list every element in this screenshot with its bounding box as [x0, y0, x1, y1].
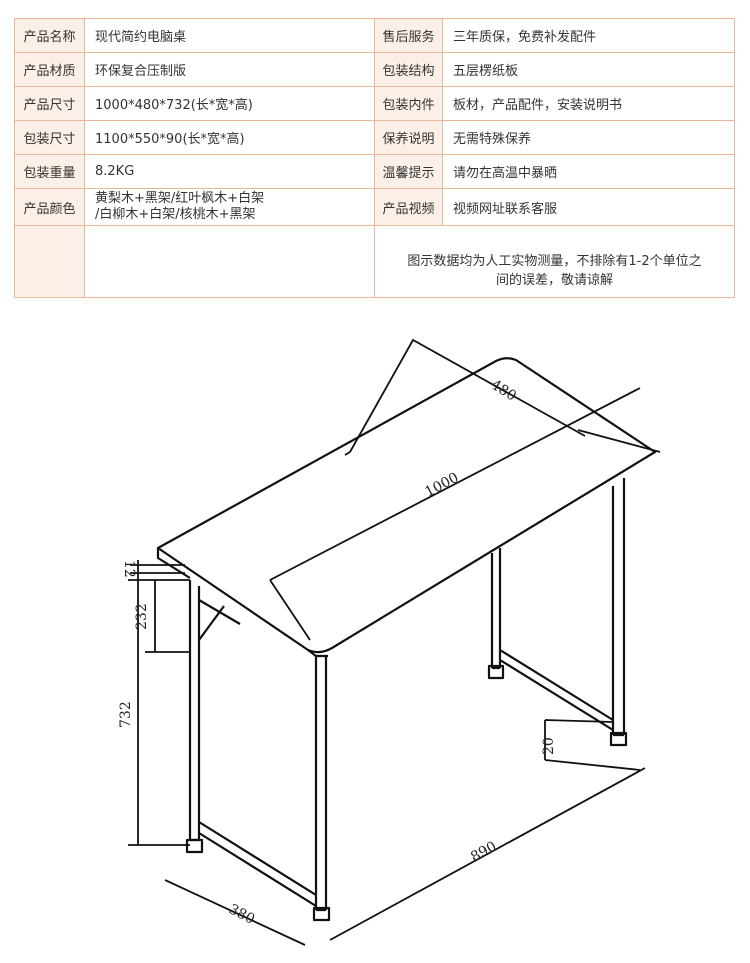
dimension-line	[164, 767, 646, 946]
tabletop-edge	[156, 548, 191, 579]
spec-label: 产品尺寸	[14, 86, 85, 121]
spec-label: 产品名称	[14, 18, 85, 53]
spec-value: 请勿在高温中暴晒	[442, 154, 735, 189]
desk-dimension-drawing: 480 1000 12 232 732 20 380 890	[118, 338, 661, 946]
spec-label: 包装尺寸	[14, 120, 85, 155]
foot	[609, 731, 628, 747]
color-line: 黄梨木+黑架/红叶枫木+白架	[95, 191, 265, 206]
spec-label: 产品材质	[14, 52, 85, 87]
spec-value: 环保复合压制版	[84, 52, 375, 87]
spec-value: 无需特殊保养	[442, 120, 735, 155]
dim-thickness-label: 12	[121, 560, 137, 578]
foot	[185, 838, 204, 854]
spec-row: 包装重量 8.2KG 温馨提示 请勿在高温中暴晒	[14, 154, 735, 189]
spec-label: 保养说明	[374, 120, 443, 155]
spec-label: 产品颜色	[14, 188, 85, 226]
spec-label-empty	[14, 225, 85, 298]
dim-height-label: 732	[118, 701, 134, 728]
foot	[312, 906, 331, 922]
frame	[499, 649, 614, 731]
spec-row: 产品颜色 黄梨木+黑架/红叶枫木+白架 /白柳木+白架/核桃木+黑架 产品视频 …	[14, 188, 735, 226]
dimension-line	[128, 579, 190, 846]
spec-value: 1000*480*732(长*宽*高)	[84, 86, 375, 121]
color-line: /白柳木+白架/核桃木+黑架	[95, 207, 256, 222]
spec-value: 板材，产品配件，安装说明书	[442, 86, 735, 121]
frame	[198, 599, 241, 641]
spec-label: 包装重量	[14, 154, 85, 189]
dimension-line	[544, 719, 641, 771]
spec-label: 包装结构	[374, 52, 443, 87]
dimension-line	[269, 387, 661, 641]
spec-row: 产品尺寸 1000*480*732(长*宽*高) 包装内件 板材，产品配件，安装…	[14, 86, 735, 121]
dimension-line	[145, 580, 190, 653]
spec-row: 图示数据均为人工实物测量，不排除有1-2个单位之 间的误差，敬请谅解	[14, 225, 735, 298]
foot	[487, 664, 505, 680]
spec-value: 五层楞纸板	[442, 52, 735, 87]
dimension-line	[130, 560, 185, 580]
note-line: 图示数据均为人工实物测量，不排除有1-2个单位之	[407, 253, 702, 269]
leg	[611, 478, 626, 737]
spec-value: 三年质保，免费补发配件	[442, 18, 735, 53]
dim-foot-label: 20	[541, 737, 557, 755]
spec-value: 视频网址联系客服	[442, 188, 735, 226]
spec-table: 产品名称 现代简约电脑桌 售后服务 三年质保，免费补发配件 产品材质 环保复合压…	[14, 18, 735, 298]
dim-width-label: 480	[488, 377, 519, 405]
spec-row: 包装尺寸 1100*550*90(长*宽*高) 保养说明 无需特殊保养	[14, 120, 735, 155]
leg	[314, 656, 328, 912]
spec-row: 产品名称 现代简约电脑桌 售后服务 三年质保，免费补发配件	[14, 18, 735, 53]
spec-value: 1100*550*90(长*宽*高)	[84, 120, 375, 155]
dimension-line	[344, 338, 586, 456]
spec-value: 8.2KG	[84, 154, 375, 189]
spec-value: 现代简约电脑桌	[84, 18, 375, 53]
spec-value-empty	[84, 225, 375, 298]
spec-label: 售后服务	[374, 18, 443, 53]
leg	[490, 548, 502, 670]
spec-row: 产品材质 环保复合压制版 包装结构 五层楞纸板	[14, 52, 735, 87]
spec-label: 产品视频	[374, 188, 443, 226]
dim-span-label: 890	[468, 839, 499, 866]
dim-length-label: 1000	[422, 470, 461, 501]
measurement-note: 图示数据均为人工实物测量，不排除有1-2个单位之 间的误差，敬请谅解	[374, 225, 735, 298]
leg	[188, 580, 201, 842]
dim-depth-label: 380	[226, 901, 257, 927]
dim-apron-label: 232	[134, 603, 150, 630]
note-line: 间的误差，敬请谅解	[495, 272, 613, 288]
tabletop	[156, 357, 657, 654]
spec-value: 黄梨木+黑架/红叶枫木+白架 /白柳木+白架/核桃木+黑架	[84, 188, 375, 226]
spec-label: 温馨提示	[374, 154, 443, 189]
spec-label: 包装内件	[374, 86, 443, 121]
frame	[198, 821, 317, 907]
